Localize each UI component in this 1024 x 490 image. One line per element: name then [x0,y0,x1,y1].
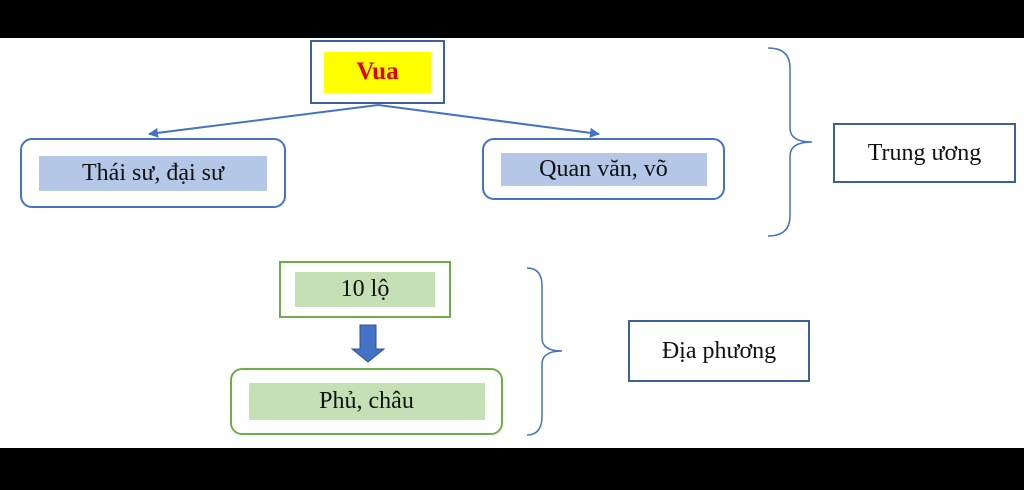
right-official-box: Quan văn, võ [482,138,725,200]
right-official-label: Quan văn, võ [500,152,707,186]
king-label: Vua [324,51,431,93]
arrow-to-left [148,104,379,138]
brace-local [526,267,563,436]
king-box: Vua [310,40,445,104]
left-official-label: Thái sư, đại sư [39,155,267,191]
central-group-label: Trung ương [833,123,1016,183]
arrow-to-right [377,104,600,138]
brace-central [767,47,813,237]
province-label: 10 lộ [295,272,435,307]
arrow-down-icon [350,324,386,363]
district-box: Phủ, châu [230,368,503,435]
province-box: 10 lộ [279,261,451,318]
diagram-canvas: Vua Thái sư, đại sư Quan văn, võ Trung ư… [0,38,1024,448]
connectors [148,47,813,436]
left-official-box: Thái sư, đại sư [20,138,286,208]
district-label: Phủ, châu [248,383,485,420]
local-group-label: Địa phương [628,320,810,382]
